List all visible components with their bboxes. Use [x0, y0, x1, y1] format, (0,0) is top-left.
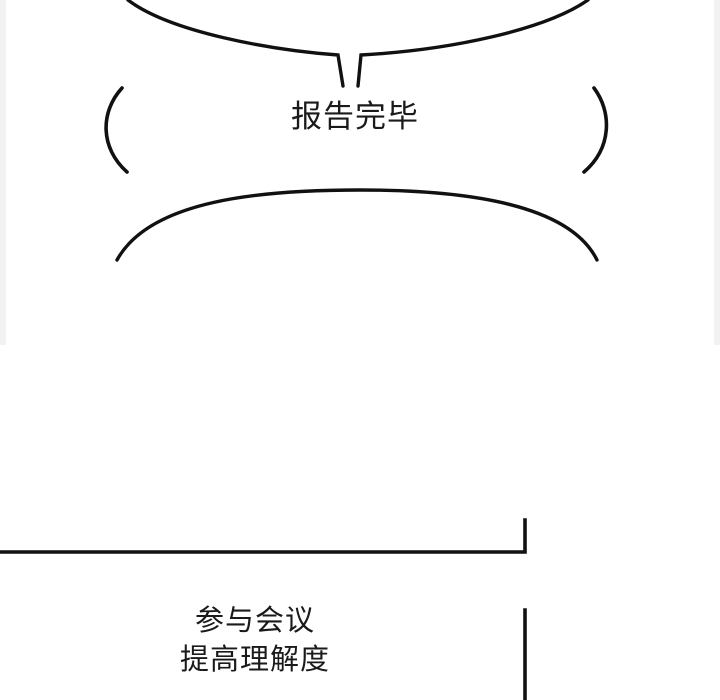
speech-bubble-bottom: [115, 188, 599, 262]
caption-box-text: 参与会议 提高理解度: [120, 601, 390, 679]
caption-frame-upper: [0, 518, 527, 554]
panel-edge-tone-left: [0, 0, 6, 345]
caption-line-1: 参与会议: [194, 603, 315, 637]
bracket-left: [104, 86, 129, 174]
panel-edge-tone-right: [714, 0, 720, 345]
speech-bubble-top: [126, 0, 590, 88]
bubble-caption-report-complete: 报告完毕: [291, 99, 419, 135]
caption-line-2: 提高理解度: [179, 642, 330, 676]
bracket-right: [582, 86, 609, 174]
